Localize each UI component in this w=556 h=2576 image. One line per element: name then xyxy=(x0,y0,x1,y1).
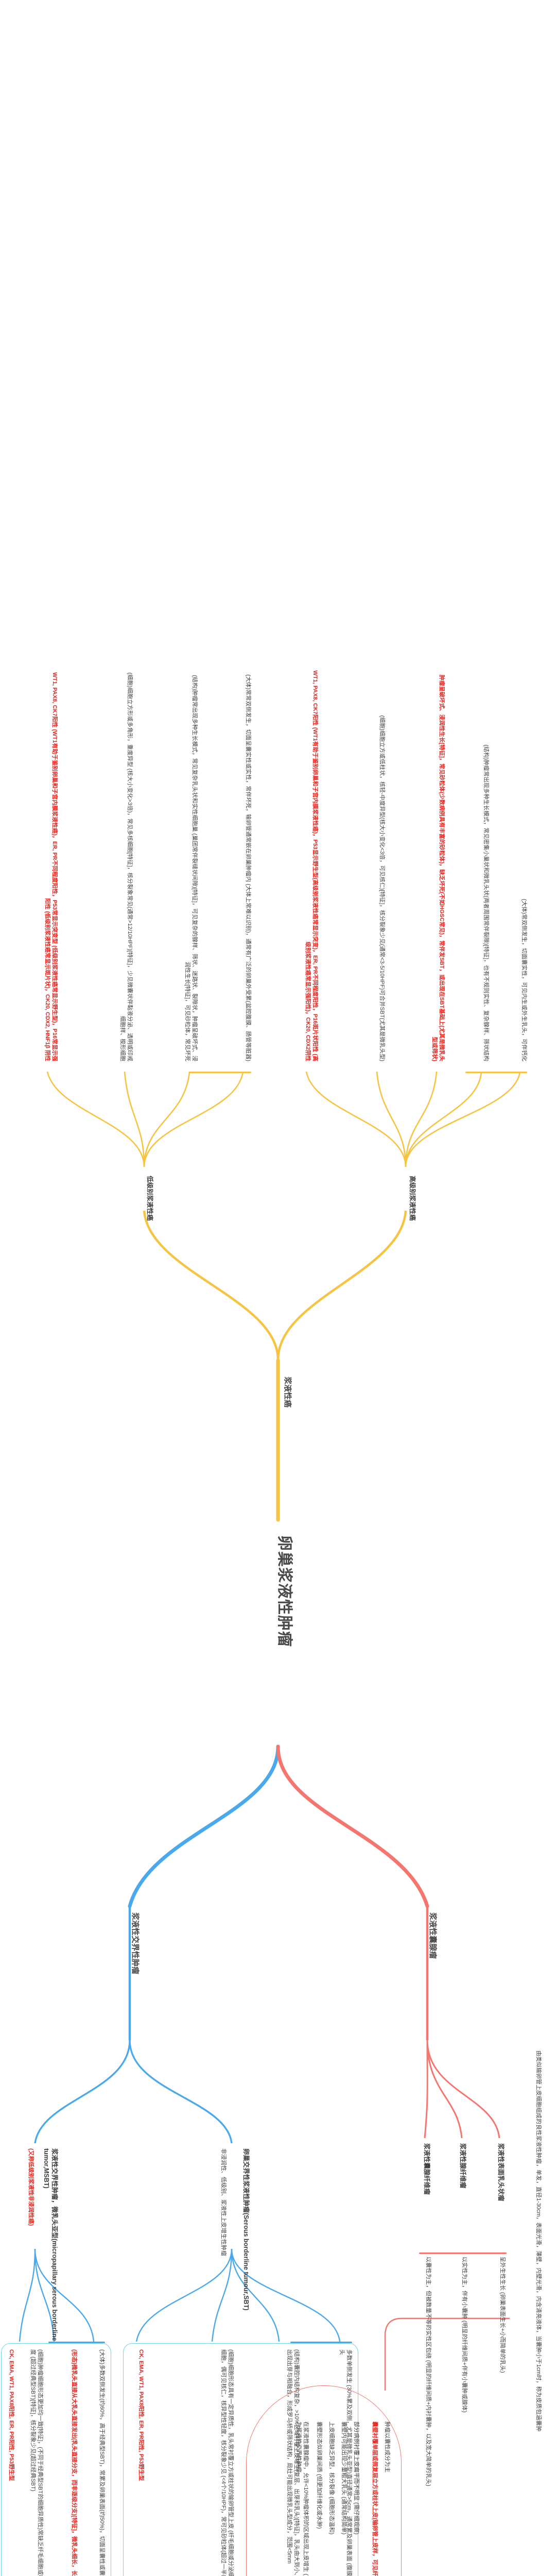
accent-bar-hgsc xyxy=(465,1072,527,1073)
accent-bar-sbt xyxy=(290,2342,352,2343)
leaf-lgsc-cytology: (细胞)细胞立方形或多角形，重度异型 (核大小变化>3倍)，常见多核细胞[特征]… xyxy=(119,672,133,1061)
branch-label-serous-carcinoma[interactable]: 浆液性癌 xyxy=(283,1377,292,1408)
node-label-sbt[interactable]: 卵巢交界性浆液性肿瘤(Serous borderline tumour,SBT) xyxy=(242,2148,250,2311)
node-label-adenofibroma[interactable]: 浆液性腺纤维瘤 xyxy=(459,2143,466,2189)
node-sublabel-msbt: (又称低级别浆液性非浸润性癌) xyxy=(28,2148,34,2226)
leaf-cystadenofibroma-desc: 以囊性为主，但被数量不等的实性区包绕 (明显的纤维间质+内衬囊肿，以及宽大简单的… xyxy=(425,2257,431,2486)
leaf-lgsc-gross: (大体)常常双侧发生，切面呈囊实性或实性，常伴坏死，输卵管通常嵌在卵巢肿瘤内 (… xyxy=(245,674,251,1061)
leaf-hgsc-architecture: (结构)肿瘤常出现多种生长模式，常见密集小巢状和微乳头状(两者周围常伴裂隙)[特… xyxy=(483,744,489,1061)
node-label-surface-papilloma[interactable]: 浆液性表面乳头状瘤 xyxy=(497,2143,505,2201)
leaf-hgsc-cytology: (细胞)细胞立方或低柱状，核轻-中度异型(核大小变化<3倍，可见核仁)[特征]，… xyxy=(379,715,385,1061)
accent-bar-lgsc xyxy=(189,1072,251,1073)
summary-line-4: 上皮细胞缺乏异型，核分裂像 (细胞形态温和) xyxy=(328,2421,335,2535)
summary-line-1: 囊壁衬覆单层或假复层立方或柱状上皮(输卵管上皮样，可见纤毛)[特征] xyxy=(372,2421,378,2576)
summary-line-3: 囊壁内可能出现少量粗大乳头 (通常结构简单) xyxy=(341,2421,347,2535)
node-sublabel-sbt: 非浸润性、低级别、浆液性上皮增生性肿瘤 xyxy=(220,2148,227,2256)
accent-bar-cysta xyxy=(419,2252,507,2254)
summary-line-5: 囊壁形态似卵巢间质 (但更加纤维化或水肿) xyxy=(316,2421,322,2529)
leaf-cystadenoma-intro: 由类似输卵管上皮细胞组成的良性浆液性肿瘤，单发，直径1-30cm，表面光滑，薄壁… xyxy=(535,2050,542,2432)
msbt-group-outline xyxy=(1,2343,111,2576)
leaf-hgsc-ihc: WT1, PAX8, CK7阳性 (WT1有助于鉴别卵巢和子宫内膜浆液性癌)，P… xyxy=(305,670,318,1061)
summary-line-6: 在浆液性囊腺瘤中，允许<10%肿瘤体积的区域出现上皮增生 (即复层、出芽、乳头)… xyxy=(296,2421,309,2576)
leaf-surface-papilloma-desc: 呈外生性生长 (卵巢表面生长+小而简单的乳头) xyxy=(499,2257,506,2373)
root-node[interactable]: 卵巢浆液性肿瘤 xyxy=(276,1535,293,1647)
leaf-hgsc-invasion: 肿瘤呈破坏式、浸润性生长[特征]，常见砂粒体(少数病例具有丰富的砂粒体)，缺乏坏… xyxy=(431,674,445,1061)
node-label-hgsc[interactable]: 高级别浆液性癌 xyxy=(409,1176,416,1221)
leaf-lgsc-ihc: WT1, PAX8, CK7阳性 (WT1有助于鉴别卵巢和子宫内膜浆液性癌)，E… xyxy=(44,672,58,1061)
summary-line-2: 部分病例衬覆上皮扁平而不明显 (需仔细观察) xyxy=(353,2421,359,2535)
branch-label-serous-cystadenoma[interactable]: 浆液性囊腺瘤 xyxy=(428,1912,437,1959)
leaf-adenofibroma-desc: 以实性为主，伴有小囊肿 (明显的纤维间质+伴有小囊肿或腺体) xyxy=(461,2257,467,2413)
cystadenoma-summary-oval xyxy=(246,2385,402,2576)
leaf-lgsc-architecture: (结构)肿瘤常出现多种生长模式，常见复杂乳头状和实性细胞巢 (巢团常伴裂缝状间隙… xyxy=(184,675,198,1061)
accent-bar-msbt xyxy=(48,2342,105,2343)
summary-line-0: 肿瘤以囊性成分为主 xyxy=(384,2421,390,2472)
leaf-hgsc-gross: (大体)常双侧发生，切面囊实性，可见内生或外生乳头，可伴钙化 xyxy=(521,899,527,1061)
node-label-msbt[interactable]: 浆液性交界性肿瘤，微乳头亚型(micropapillary serous bor… xyxy=(42,2148,58,2341)
branch-label-serous-borderline[interactable]: 浆液性交界性肿瘤 xyxy=(131,1912,140,1975)
node-label-cystadenofibroma[interactable]: 浆液性囊腺纤维瘤 xyxy=(423,2143,430,2195)
node-label-lgsc[interactable]: 低级别浆液性癌 xyxy=(146,1176,153,1221)
